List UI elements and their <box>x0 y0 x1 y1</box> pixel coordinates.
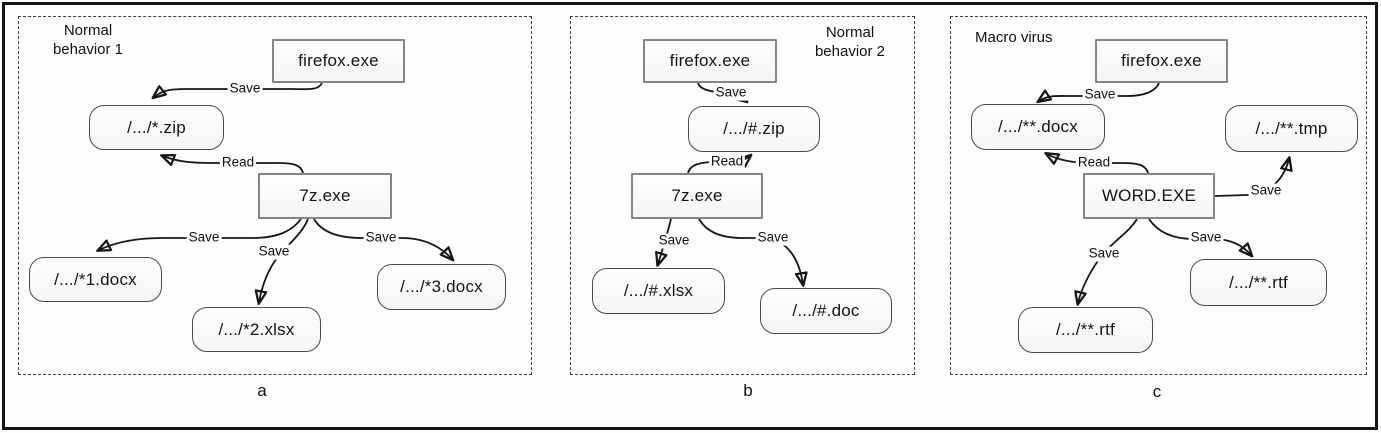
edge-label-save: Save <box>256 243 292 260</box>
edge-label-save: Save <box>755 229 791 246</box>
panel-b-zip-file-node: /.../#.zip <box>688 106 820 152</box>
panel-c-word-node: WORD.EXE <box>1083 173 1215 219</box>
panel-b-firefox-node: firefox.exe <box>643 39 777 83</box>
edge-label-save: Save <box>1082 86 1118 103</box>
panel-b-xlsx-file-node: /.../#.xlsx <box>592 268 725 314</box>
panel-a-caption: a <box>257 381 267 400</box>
edge-label-read: Read <box>708 153 746 170</box>
panel-b-doc-file-node: /.../#.doc <box>760 288 892 334</box>
panel-a-docx1-file-node: /.../*1.docx <box>29 257 162 302</box>
panel-a-7z-node: 7z.exe <box>258 173 392 219</box>
edge-label-save: Save <box>1248 182 1284 199</box>
arrow-a-save-sevenzip-file2 <box>259 218 309 302</box>
panel-c-docx-file-node: /.../**.docx <box>971 104 1105 150</box>
panel-c-firefox-node: firefox.exe <box>1095 39 1228 83</box>
edge-label-save: Save <box>656 232 692 249</box>
edge-label-read: Read <box>219 154 257 171</box>
panel-c-macro-virus <box>950 16 1367 375</box>
arrow-a-save-sevenzip-file1 <box>99 218 302 250</box>
panel-c-title: Macro virus <box>975 29 1053 46</box>
panel-b-normal-behavior-2 <box>570 16 915 375</box>
edge-label-save: Save <box>186 229 222 246</box>
panel-a-title: Normal behavior 1 <box>52 22 124 58</box>
panel-c-caption: c <box>1152 382 1162 401</box>
panel-a-zip-file-node: /.../*.zip <box>89 105 224 150</box>
panel-a-xlsx2-file-node: /.../*2.xlsx <box>192 307 321 352</box>
panel-b-title: Normal behavior 2 <box>814 24 886 60</box>
edge-label-save: Save <box>1086 245 1122 262</box>
panel-c-tmp-file-node: /.../**.tmp <box>1225 105 1358 152</box>
panel-b-7z-node: 7z.exe <box>631 173 763 219</box>
edge-label-save: Save <box>713 84 749 101</box>
edge-label-save: Save <box>363 229 399 246</box>
panel-a-firefox-node: firefox.exe <box>272 39 405 83</box>
edge-label-read: Read <box>1075 154 1113 171</box>
edge-label-save: Save <box>1188 229 1224 246</box>
edge-label-save: Save <box>227 80 263 97</box>
panel-c-rtf-left-file-node: /.../**.rtf <box>1018 307 1153 353</box>
panel-a-normal-behavior-1 <box>18 16 532 375</box>
panel-c-rtf-right-file-node: /.../**.rtf <box>1190 259 1327 306</box>
panel-b-caption: b <box>743 381 753 400</box>
panel-a-docx3-file-node: /.../*3.docx <box>377 264 506 310</box>
